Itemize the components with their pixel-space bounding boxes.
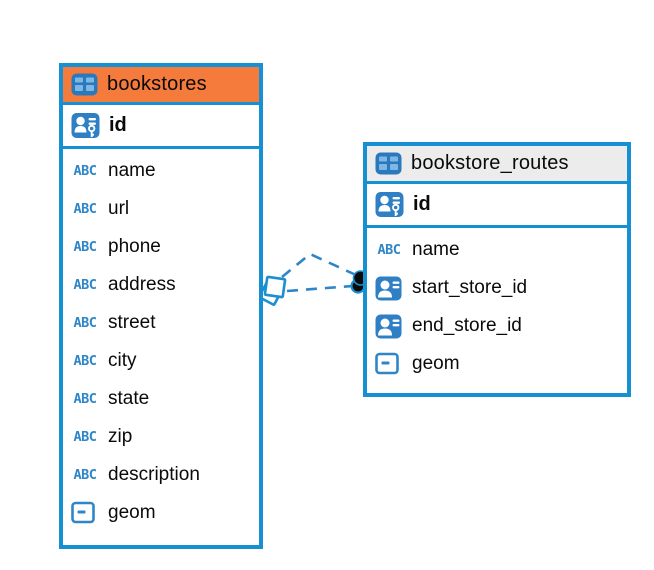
column-row[interactable]: ABC state <box>63 380 259 418</box>
column-label: description <box>108 464 200 485</box>
geometry-type-icon <box>375 352 403 376</box>
text-type-icon: ABC <box>73 277 97 293</box>
column-row[interactable]: geom <box>63 494 259 532</box>
text-type-icon: ABC <box>73 315 97 331</box>
column-label: zip <box>108 426 133 447</box>
text-type-icon: ABC <box>377 242 401 258</box>
table-bookstore-routes-header[interactable]: bookstore_routes <box>367 146 627 184</box>
column-row[interactable]: ABC name <box>367 231 627 269</box>
text-type-icon: ABC <box>73 467 97 483</box>
reference-type-icon <box>375 276 403 301</box>
table-bookstores[interactable]: bookstores id ABC name <box>59 63 263 549</box>
table-icon <box>375 152 402 175</box>
table-title: bookstores <box>107 73 207 95</box>
column-label: start_store_id <box>412 277 528 298</box>
reference-type-icon <box>375 314 403 339</box>
text-type-icon: ABC <box>73 163 97 179</box>
text-type-icon: ABC <box>73 239 97 255</box>
column-row-pk[interactable]: id <box>367 184 627 228</box>
text-type-icon: ABC <box>73 353 97 369</box>
column-row[interactable]: ABC zip <box>63 418 259 456</box>
table-bookstores-columns: ABC name ABC url ABC phone ABC address A… <box>63 149 259 540</box>
column-row[interactable]: ABC city <box>63 342 259 380</box>
table-bookstore-routes-columns: ABC name start_store_id <box>367 228 627 391</box>
column-label: name <box>412 239 460 260</box>
table-icon <box>71 73 98 96</box>
geometry-type-icon <box>71 501 99 525</box>
table-bookstore-routes[interactable]: bookstore_routes id ABC name <box>363 142 631 397</box>
relationship-dashed-lines[interactable] <box>281 252 357 293</box>
column-row-pk[interactable]: id <box>63 105 259 149</box>
column-label: id <box>413 193 431 215</box>
text-type-icon: ABC <box>73 201 97 217</box>
text-type-icon: ABC <box>73 429 97 445</box>
column-row[interactable]: start_store_id <box>367 269 627 307</box>
column-row[interactable]: ABC description <box>63 456 259 494</box>
column-label: city <box>108 350 137 371</box>
column-label: phone <box>108 236 161 257</box>
column-label: name <box>108 160 156 181</box>
table-bookstores-header[interactable]: bookstores <box>63 67 259 105</box>
column-row[interactable]: ABC phone <box>63 228 259 266</box>
primary-key-icon <box>375 191 404 218</box>
column-row[interactable]: ABC street <box>63 304 259 342</box>
column-row[interactable]: geom <box>367 345 627 383</box>
table-title: bookstore_routes <box>411 152 569 174</box>
column-row[interactable]: ABC name <box>63 152 259 190</box>
primary-key-icon <box>71 112 100 139</box>
column-row[interactable]: ABC address <box>63 266 259 304</box>
column-row[interactable]: ABC url <box>63 190 259 228</box>
column-label: address <box>108 274 176 295</box>
column-label: url <box>108 198 130 219</box>
column-label: geom <box>108 502 156 523</box>
text-type-icon: ABC <box>73 391 97 407</box>
column-row[interactable]: end_store_id <box>367 307 627 345</box>
column-label: state <box>108 388 150 409</box>
column-label: end_store_id <box>412 315 522 336</box>
column-label: id <box>109 114 127 136</box>
column-label: geom <box>412 353 460 374</box>
column-label: street <box>108 312 156 333</box>
